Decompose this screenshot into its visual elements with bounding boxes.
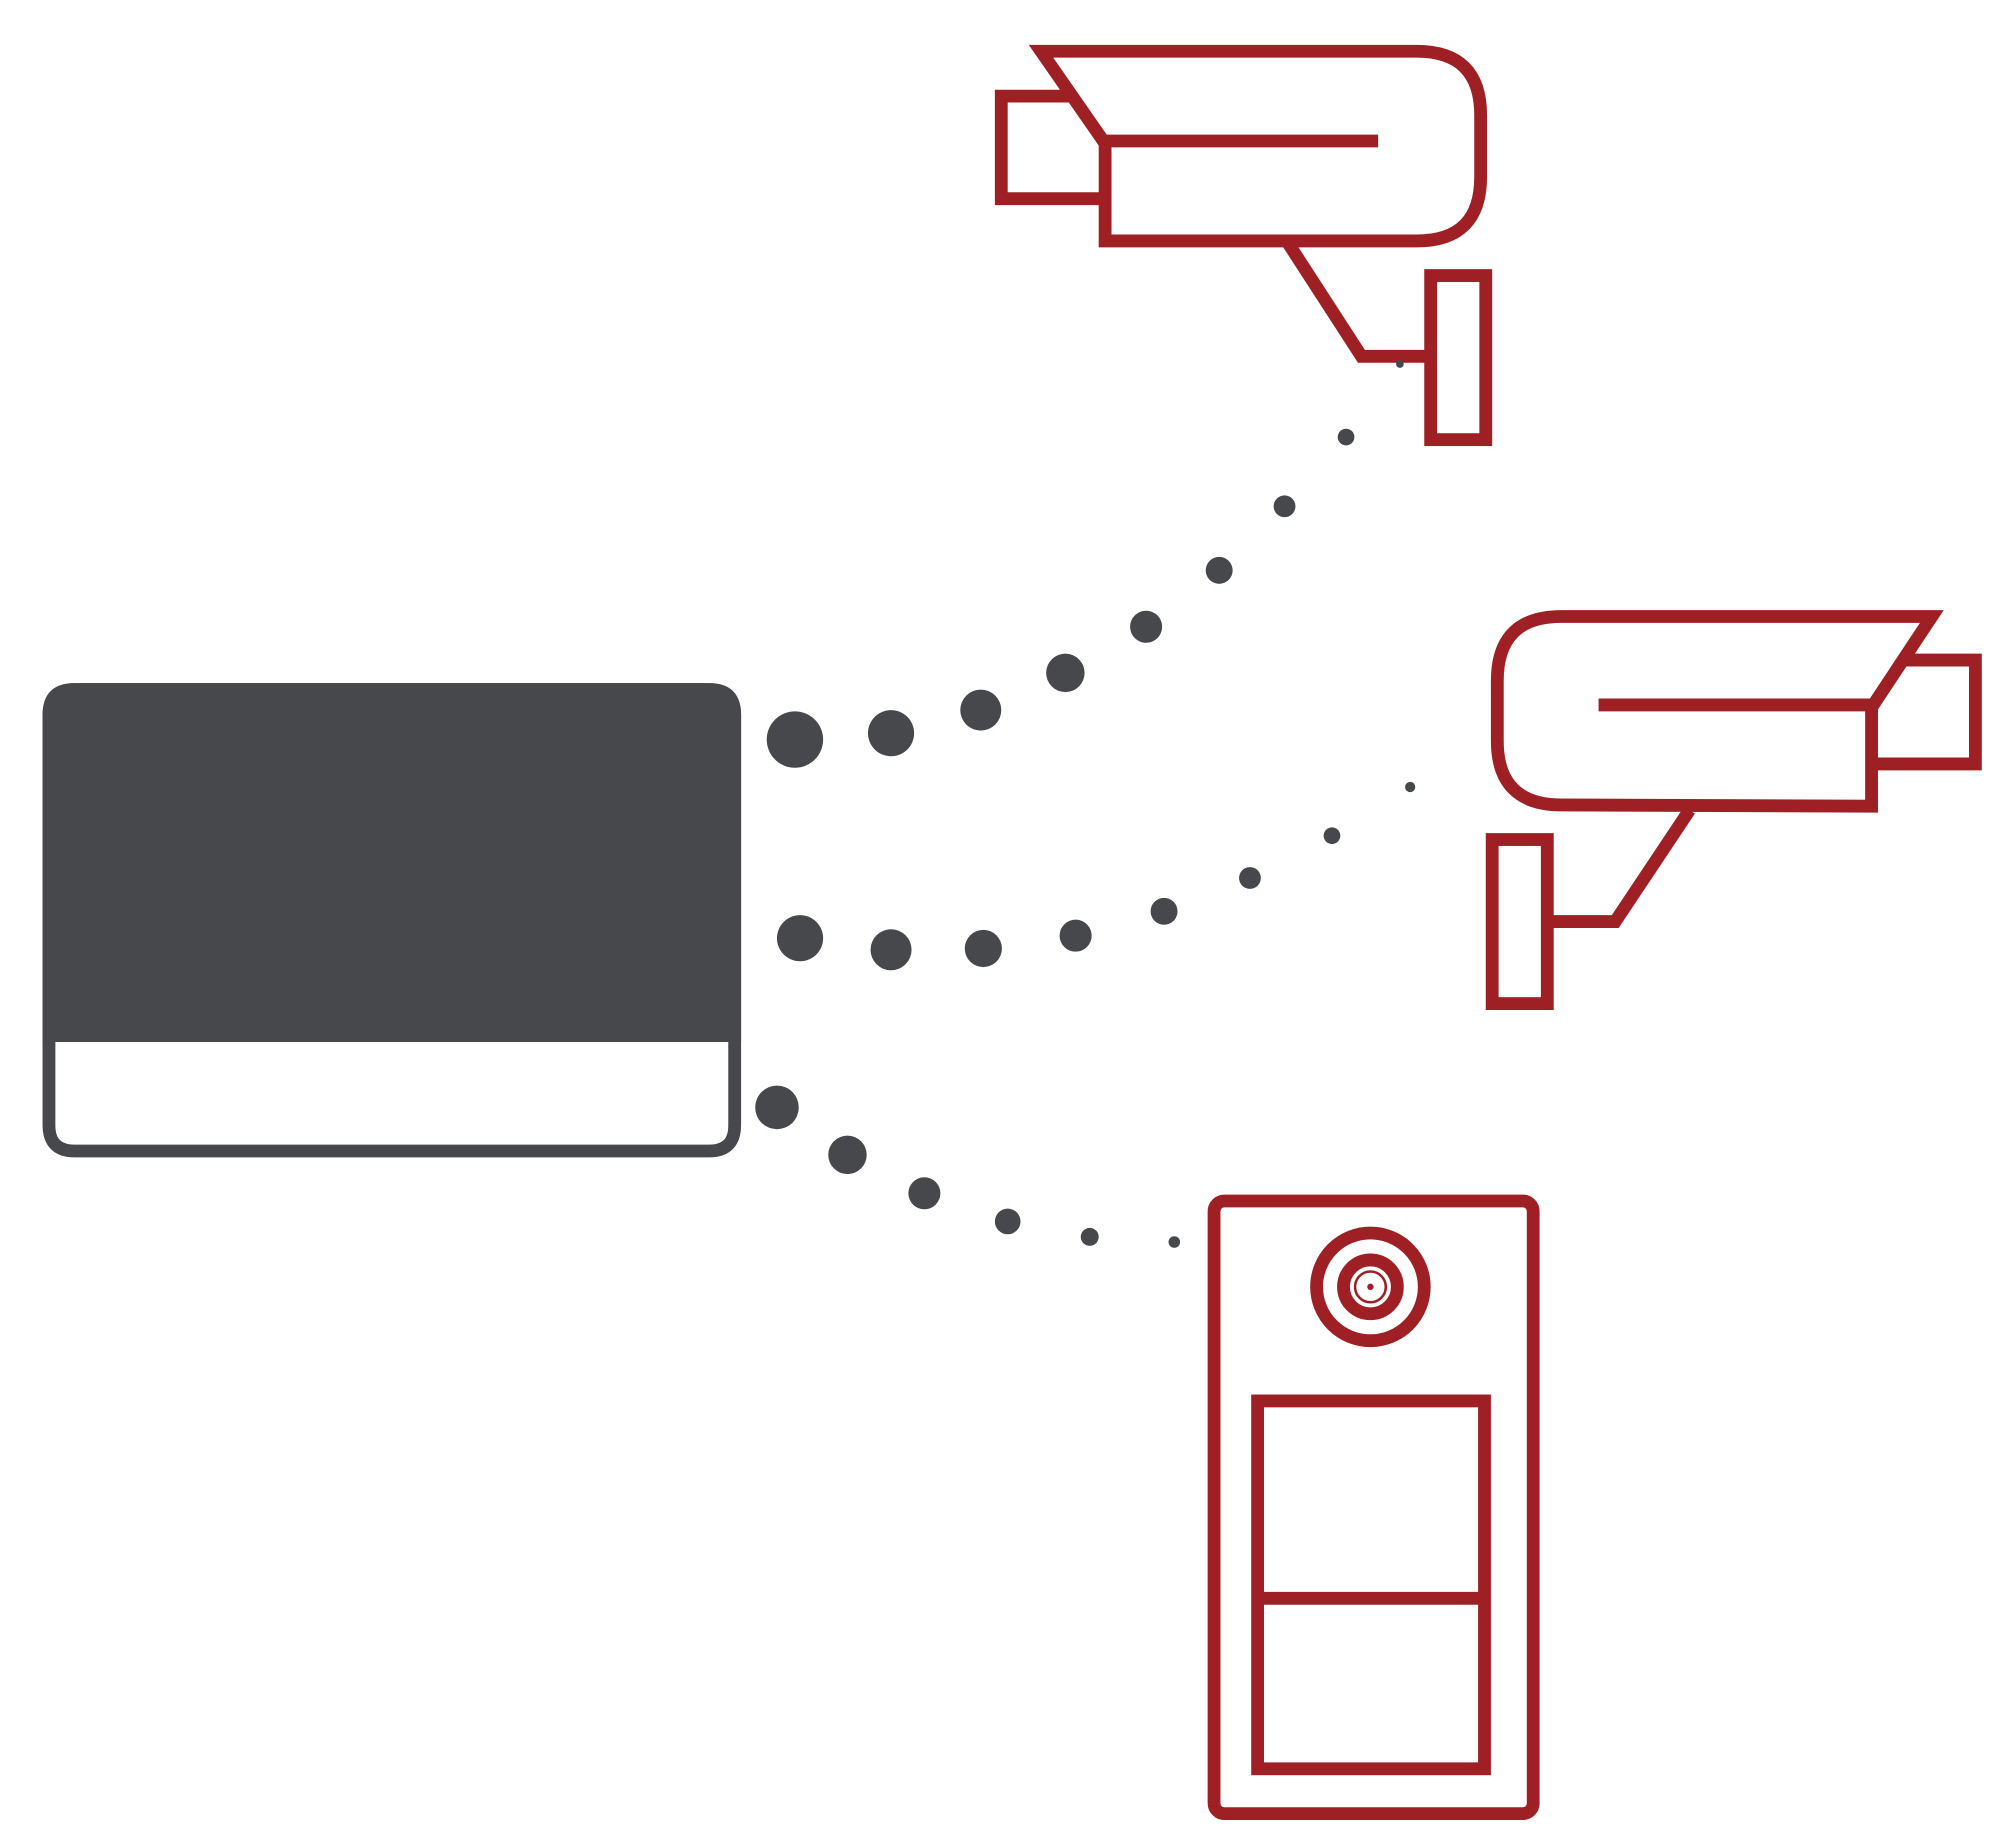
- security-camera-icon-top: [994, 44, 1493, 447]
- security-camera-icon-right: [1485, 610, 1982, 1011]
- monitor-frame: [42, 683, 742, 1158]
- monitor-icon: [42, 683, 742, 1158]
- monitor-screen: [42, 683, 742, 1043]
- signal-link-to-right-camera: [776, 781, 1416, 971]
- signal-link-to-doorbell: [755, 1085, 1181, 1248]
- signal-link-to-top-camera: [766, 360, 1404, 768]
- video-doorbell-icon: [1207, 1194, 1540, 1821]
